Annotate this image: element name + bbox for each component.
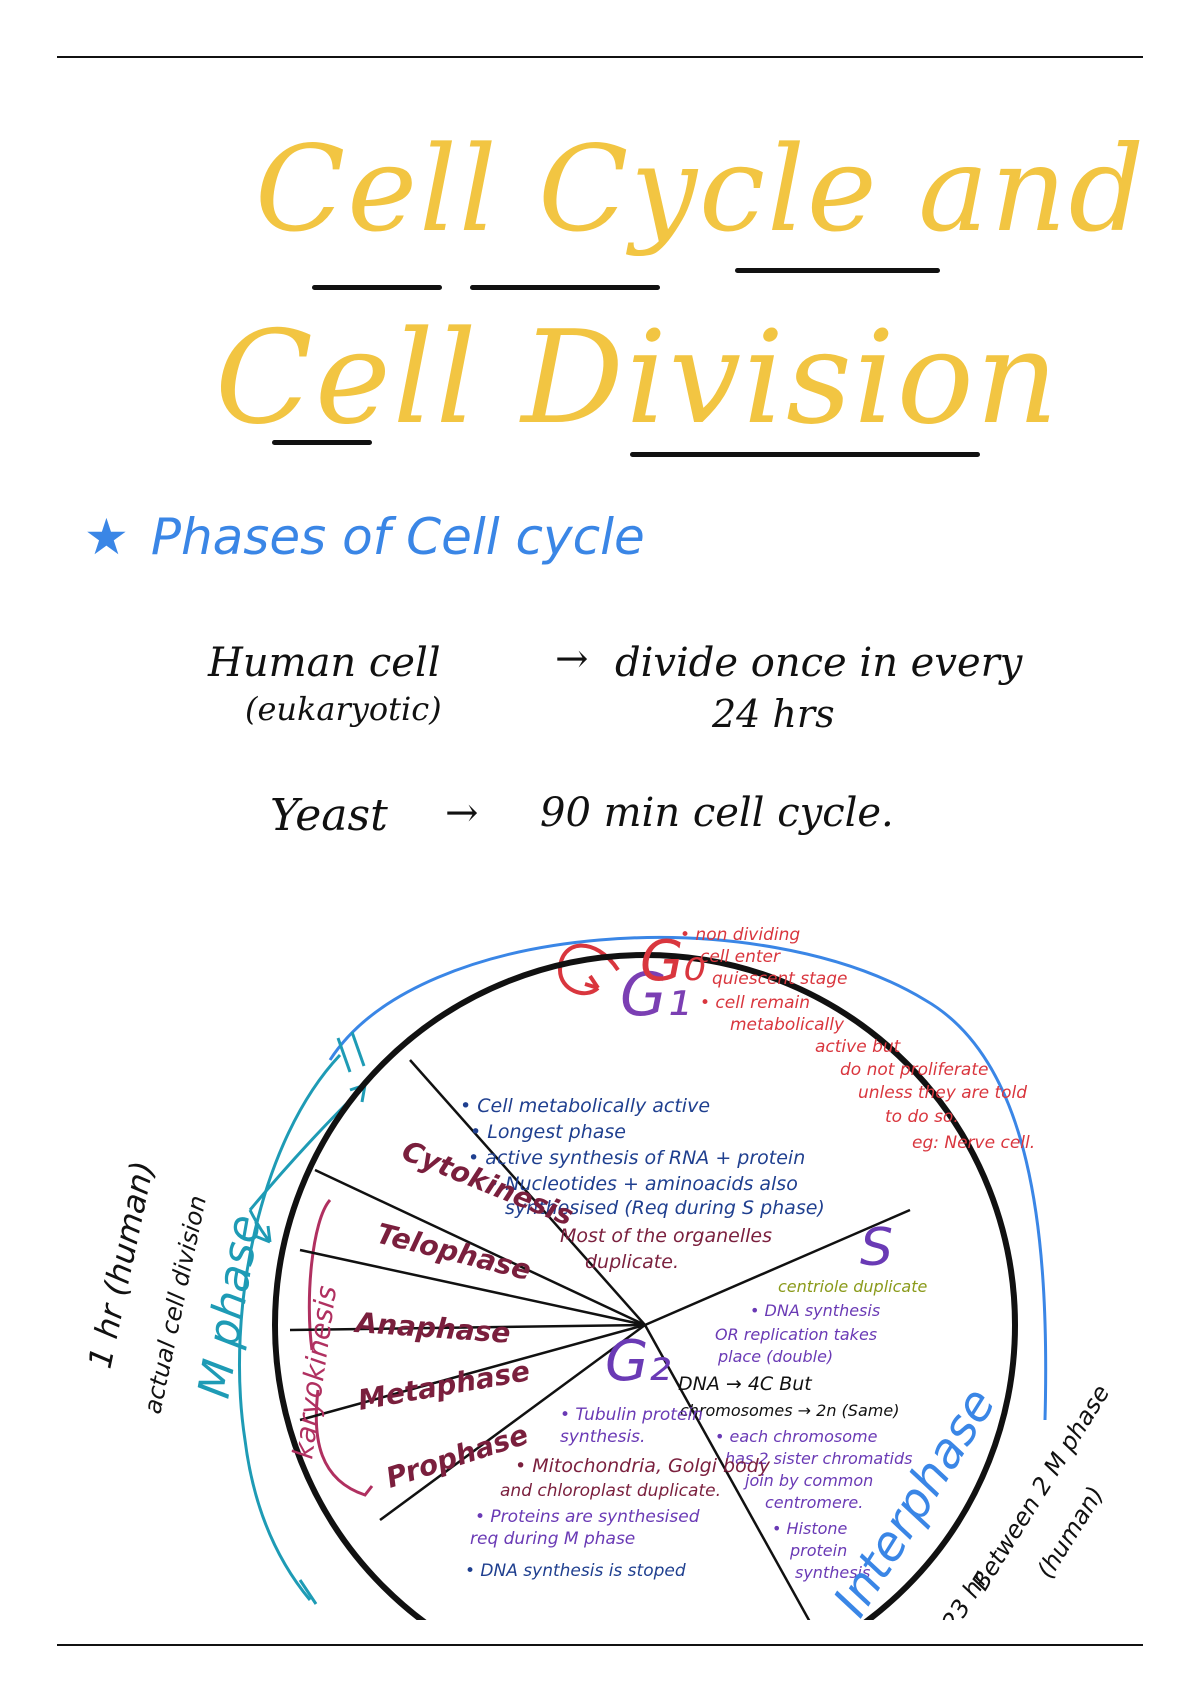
svg-text:metabolically: metabolically <box>730 1015 845 1035</box>
title-line-2: Cell Division <box>215 304 1061 453</box>
svg-text:eg: Nerve cell.: eg: Nerve cell. <box>912 1133 1035 1153</box>
m-phase-duration: 1 hr (human) <box>81 1158 162 1372</box>
karyokinesis-bracket-bottom <box>314 1389 374 1497</box>
svg-text:quiescent stage: quiescent stage <box>712 969 847 989</box>
g1-notes: • Cell metabolically active • Longest ph… <box>460 1095 825 1273</box>
g0-label: G₀ <box>640 929 706 994</box>
s-label: S <box>860 1218 893 1278</box>
karyokinesis-label: karyokinesis <box>286 1284 343 1461</box>
svg-text:protein: protein <box>789 1541 847 1560</box>
svg-text:duplicate.: duplicate. <box>585 1251 679 1273</box>
title-line-1: Cell Cycle and <box>255 120 1147 258</box>
svg-text:• Tubulin protein: • Tubulin protein <box>560 1405 703 1425</box>
svg-text:req during M phase: req during M phase <box>470 1529 635 1549</box>
m-stage-labels: Cytokinesis Telophase Anaphase Metaphase… <box>353 1134 579 1495</box>
svg-text:has 2 sister chromatids: has 2 sister chromatids <box>725 1449 912 1468</box>
cycle-wheel <box>272 952 1018 1620</box>
svg-text:• active synthesis of RNA + pr: • active synthesis of RNA + protein <box>468 1147 805 1169</box>
svg-text:• Longest phase: • Longest phase <box>470 1121 626 1143</box>
interphase-arc <box>328 936 1048 1421</box>
cell-cycle-svg: G₁ S G₂ G₀ • non dividing cell enter qui… <box>81 925 1115 1620</box>
svg-text:• DNA synthesis: • DNA synthesis <box>750 1301 880 1320</box>
title-underline-4 <box>272 440 372 445</box>
svg-text:synthesis: synthesis <box>795 1563 870 1582</box>
g0-loop-arrowhead <box>584 974 600 990</box>
svg-text:and chloroplast duplicate.: and chloroplast duplicate. <box>500 1481 721 1501</box>
m-phase-arrow-down <box>248 1209 272 1244</box>
section-heading: ★ Phases of Cell cycle <box>84 508 645 566</box>
svg-text:join by common: join by common <box>743 1471 873 1490</box>
top-rule <box>57 56 1143 58</box>
section-heading-text: Phases of Cell cycle <box>150 508 645 566</box>
karyokinesis-bracket-top <box>307 1198 332 1351</box>
svg-text:synthesised (Req during S phas: synthesised (Req during S phase) <box>505 1197 825 1219</box>
s-notes: centriole duplicate • DNA synthesis OR r… <box>678 1277 927 1582</box>
svg-text:• DNA synthesis is stoped: • DNA synthesis is stoped <box>465 1561 686 1581</box>
title-underline-5 <box>630 452 980 457</box>
svg-text:chromosomes → 2n (Same): chromosomes → 2n (Same) <box>680 1401 899 1420</box>
human-subject-note: (eukaryotic) <box>245 690 442 728</box>
m-phase-tick-top <box>336 1037 352 1073</box>
human-rate: divide once in every <box>615 640 1023 686</box>
human-subject: Human cell <box>208 640 441 686</box>
svg-text:• Nucleotides + aminoacids als: • Nucleotides + aminoacids also <box>488 1173 798 1195</box>
svg-text:• Mitochondria, Golgi body: • Mitochondria, Golgi body <box>515 1455 771 1477</box>
g0-loop-arrow <box>557 943 620 996</box>
wheel-dividers <box>289 1059 911 1620</box>
svg-text:active but: active but <box>815 1037 902 1057</box>
g2-notes: • Tubulin protein synthesis. • Mitochond… <box>465 1405 771 1581</box>
m-phase-tick-bottom <box>298 1579 318 1605</box>
svg-text:cell enter: cell enter <box>700 947 781 967</box>
svg-text:• cell remain: • cell remain <box>700 993 810 1013</box>
human-rate-time: 24 hrs <box>712 692 835 736</box>
m-stage-metaphase: Metaphase <box>355 1354 532 1417</box>
star-icon: ★ <box>84 508 129 566</box>
human-arrow: → <box>555 636 589 682</box>
yeast-subject: Yeast <box>270 790 388 841</box>
yeast-arrow: → <box>445 790 479 836</box>
svg-text:centromere.: centromere. <box>765 1493 863 1512</box>
title-underline-3 <box>735 268 940 273</box>
svg-text:OR replication takes: OR replication takes <box>715 1325 877 1344</box>
yeast-rate: 90 min cell cycle. <box>540 790 894 836</box>
svg-text:to do so.: to do so. <box>885 1107 959 1127</box>
cell-cycle-diagram: G₁ S G₂ G₀ • non dividing cell enter qui… <box>0 880 1200 1620</box>
m-phase-arc <box>237 1053 342 1601</box>
svg-text:centriole duplicate: centriole duplicate <box>778 1277 927 1296</box>
svg-text:unless they are told: unless they are told <box>858 1083 1027 1103</box>
m-stage-telophase: Telophase <box>373 1217 534 1287</box>
g0-notes: • non dividing cell enter quiescent stag… <box>680 925 1035 1153</box>
g1-label: G₁ <box>620 960 691 1030</box>
svg-text:• non dividing: • non dividing <box>680 925 800 945</box>
bottom-rule <box>57 1644 1143 1646</box>
svg-text:• Proteins are synthesised: • Proteins are synthesised <box>475 1507 700 1527</box>
title-underline-2 <box>470 285 660 290</box>
m-phase-tick-top-2 <box>350 1031 366 1067</box>
svg-text:Most of the organelles: Most of the organelles <box>560 1225 772 1247</box>
svg-text:• Histone: • Histone <box>772 1519 848 1538</box>
svg-text:synthesis.: synthesis. <box>560 1427 645 1447</box>
svg-text:DNA → 4C But: DNA → 4C But <box>678 1373 813 1395</box>
svg-text:• each chromosome: • each chromosome <box>715 1427 878 1446</box>
svg-text:do not proliferate: do not proliferate <box>840 1060 988 1080</box>
title-underline-1 <box>312 285 442 290</box>
svg-text:place (double): place (double) <box>717 1347 833 1366</box>
m-stage-anaphase: Anaphase <box>353 1306 512 1350</box>
g2-label: G₂ <box>605 1329 671 1394</box>
svg-text:• Cell metabolically active: • Cell metabolically active <box>460 1095 710 1117</box>
